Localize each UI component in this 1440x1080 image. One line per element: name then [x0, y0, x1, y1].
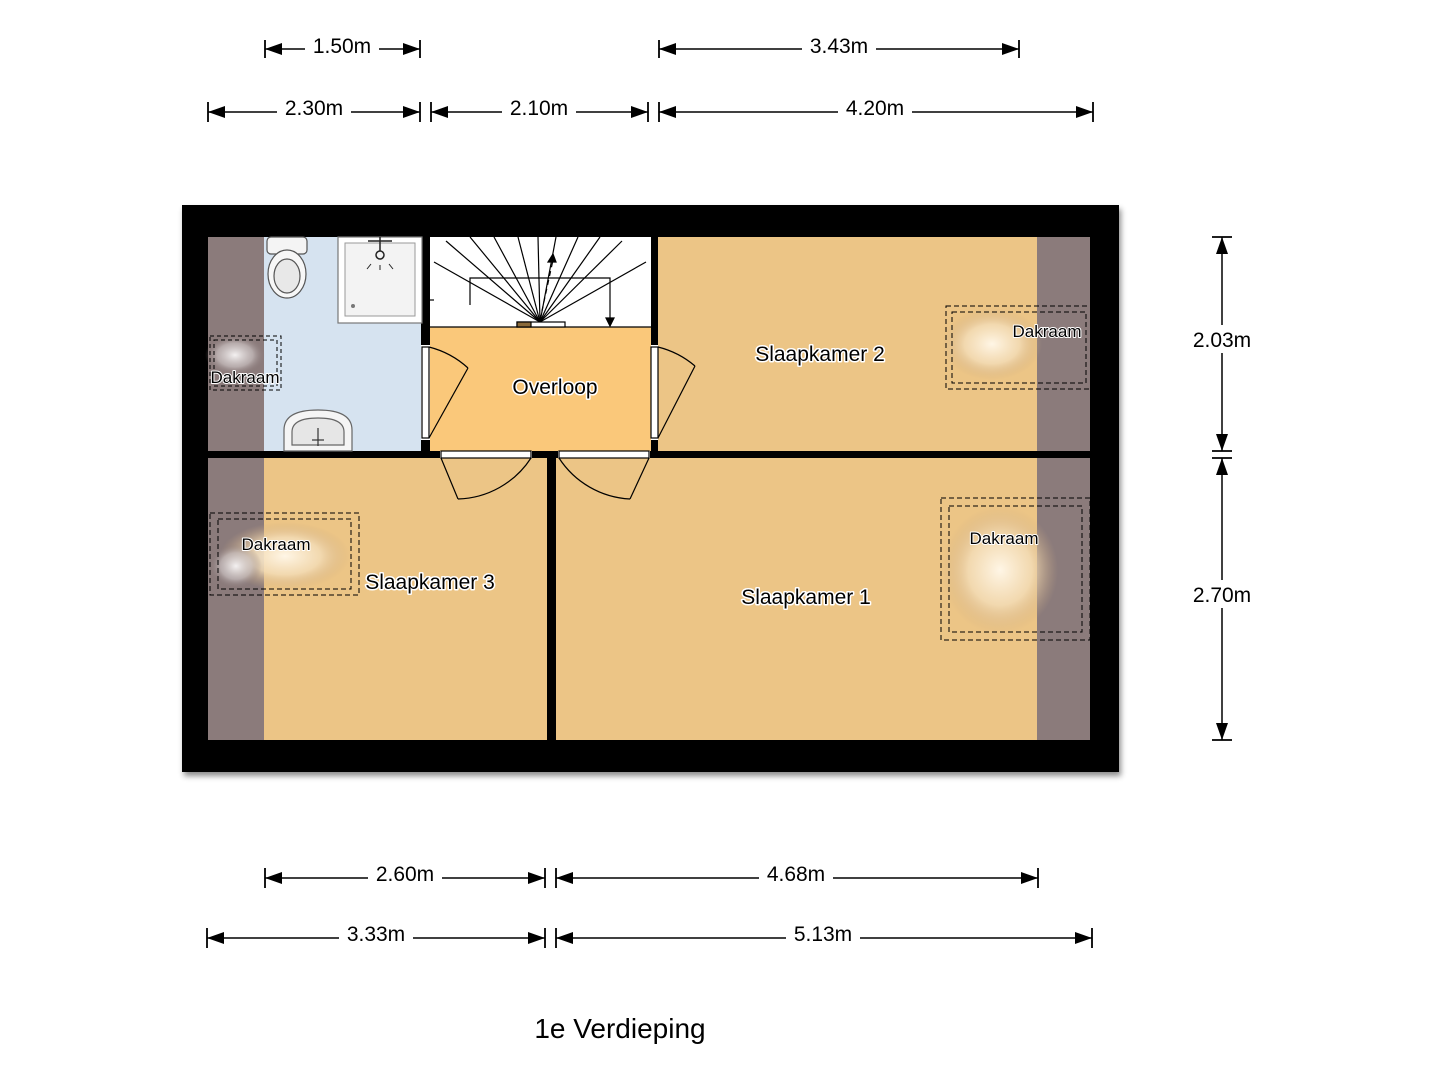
dimension-top-2-10: 2.10m: [430, 96, 649, 122]
dimension-bottom-3-33: 3.33m: [206, 922, 546, 948]
wall-stair-right: [651, 237, 658, 451]
dimension-bottom-4-68: 4.68m: [555, 862, 1039, 888]
dim-label: 4.68m: [767, 863, 825, 886]
dimension-top-1-50: 1.50m: [264, 34, 421, 60]
door-slaapkamer-2[interactable]: [650, 346, 696, 439]
label-slaapkamer-1: Slaapkamer 1: [741, 586, 871, 609]
dimension-right-2-70: 2.70m: [1185, 457, 1259, 741]
dimension-bottom-5-13: 5.13m: [555, 922, 1093, 948]
dim-label: 3.33m: [347, 923, 405, 946]
wall-bathroom-right: [421, 237, 430, 451]
dim-label: 5.13m: [794, 923, 852, 946]
dim-label: 4.20m: [846, 97, 904, 120]
dimension-top-4-20: 4.20m: [658, 96, 1094, 122]
door-slaapkamer-1[interactable]: [558, 450, 650, 500]
dim-label: 2.70m: [1193, 584, 1251, 607]
dim-label: 2.03m: [1193, 329, 1251, 352]
label-dakraam-right-bottom: Dakraam: [970, 529, 1039, 548]
staircase: [430, 236, 651, 328]
skylight-right-bottom: [940, 497, 1091, 641]
skylight-left-bottom: [209, 512, 360, 596]
room-slaapkamer-3[interactable]: [208, 458, 547, 740]
label-slaapkamer-3: Slaapkamer 3: [365, 571, 495, 594]
label-dakraam-right-top: Dakraam: [1013, 322, 1082, 341]
dimension-right-2-03: 2.03m: [1185, 236, 1259, 452]
shower: [337, 236, 423, 324]
dim-label: 1.50m: [313, 35, 371, 58]
stairwell: [430, 237, 651, 327]
label-dakraam-left-top: Dakraam: [211, 368, 280, 387]
label-overloop: Overloop: [512, 376, 597, 399]
toilet: [266, 236, 308, 299]
skylight-right-top: [942, 305, 1093, 390]
wall-horizontal-middle: [182, 451, 1119, 458]
dimension-top-3-43: 3.43m: [658, 34, 1020, 60]
door-bathroom[interactable]: [421, 346, 469, 439]
label-dakraam-left-bottom: Dakraam: [242, 535, 311, 554]
dim-label: 2.10m: [510, 97, 568, 120]
wall-bedroom-divider: [547, 458, 556, 740]
door-slaapkamer-3[interactable]: [440, 450, 532, 500]
dimension-bottom-2-60: 2.60m: [264, 862, 546, 888]
slope-right-top: [1037, 237, 1090, 451]
dim-label: 2.60m: [376, 863, 434, 886]
slope-left-bottom: [208, 458, 264, 740]
room-overloop[interactable]: [430, 327, 651, 451]
floor-title: 1e Verdieping: [534, 1013, 705, 1044]
dim-label: 2.30m: [285, 97, 343, 120]
dimension-top-2-30: 2.30m: [207, 96, 421, 122]
skylight-left-top: [205, 335, 282, 391]
label-slaapkamer-2: Slaapkamer 2: [755, 343, 885, 366]
dim-label: 3.43m: [810, 35, 868, 58]
sink: [283, 409, 353, 452]
